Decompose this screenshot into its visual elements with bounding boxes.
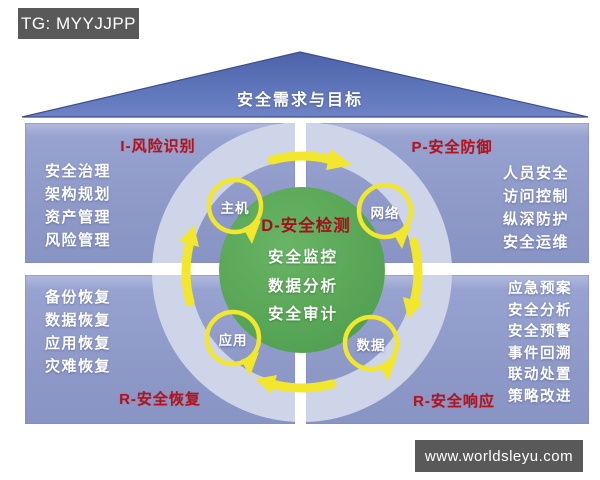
- arrow-left: [181, 237, 195, 307]
- arrowhead-bottom: [255, 375, 277, 394]
- roof-triangle: [21, 51, 589, 118]
- cycle-arrows: [181, 151, 423, 393]
- list-item: 安全运维: [503, 234, 570, 251]
- arrow-right: [409, 237, 423, 307]
- quadrant-title-security-response: R-安全响应: [413, 393, 495, 410]
- list-item: 架构规划: [45, 186, 112, 203]
- node-label-app: 应用: [218, 333, 248, 348]
- security-recovery-items: 备份恢复 数据恢复 应用恢复 灾难恢复: [45, 286, 111, 378]
- arrowhead-right: [403, 297, 423, 319]
- list-item: 备份恢复: [45, 289, 112, 306]
- tg-badge: TG: MYYJJPP: [18, 8, 139, 39]
- list-item: 数据分析: [267, 277, 338, 295]
- risk-identification-items: 安全治理 架构规划 资产管理 风险管理: [45, 160, 111, 252]
- list-item: 联动处置: [508, 367, 572, 383]
- list-item: 数据恢复: [45, 312, 112, 329]
- tg-badge-text: TG: MYYJJPP: [20, 13, 137, 33]
- list-item: 灾难恢复: [45, 358, 112, 375]
- list-item: 应用恢复: [45, 335, 112, 352]
- list-item: 应急预案: [508, 281, 572, 297]
- list-item: 事件回溯: [508, 345, 572, 362]
- center-circle: [219, 187, 385, 353]
- list-item: 安全监控: [267, 249, 338, 266]
- list-item: 安全审计: [267, 306, 338, 323]
- arrow-bottom: [267, 379, 337, 393]
- center-title: D-安全检测: [261, 217, 351, 235]
- list-item: 人员安全: [503, 165, 570, 182]
- security-response-items: 应急预案 安全分析 安全预警 事件回溯 联动处置 策略改进: [508, 279, 572, 408]
- watermark-text: www.worldsleyu.com: [424, 447, 574, 465]
- diagram-body: [25, 123, 589, 424]
- node-label-network: 网络: [370, 206, 400, 221]
- quadrant-title-security-recovery: R-安全恢复: [119, 391, 201, 408]
- node-label-host: 主机: [220, 201, 250, 216]
- quadrant-title-risk-identification: I-风险识别: [120, 138, 196, 155]
- roof-label: 安全需求与目标: [236, 92, 363, 109]
- list-item: 访问控制: [503, 188, 570, 205]
- list-item: 安全治理: [45, 163, 112, 180]
- list-item: 风险管理: [45, 232, 112, 249]
- center-items: 安全监控 数据分析 安全审计: [243, 244, 363, 330]
- list-item: 纵深防护: [503, 211, 570, 228]
- cycle-arrowheads: [179, 149, 423, 394]
- watermark-badge: www.worldsleyu.com: [415, 440, 583, 472]
- list-item: 资产管理: [45, 209, 112, 226]
- list-item: 安全分析: [508, 302, 572, 319]
- arrowhead-top: [326, 149, 352, 170]
- arrowhead-left: [179, 225, 199, 247]
- list-item: 策略改进: [508, 388, 572, 405]
- security-defense-items: 人员安全 访问控制 纵深防护 安全运维: [503, 162, 569, 254]
- quadrant-title-security-defense: P-安全防御: [411, 139, 493, 156]
- list-item: 安全预警: [508, 324, 572, 340]
- node-label-data: 数据: [356, 338, 386, 353]
- arrow-top: [267, 151, 337, 165]
